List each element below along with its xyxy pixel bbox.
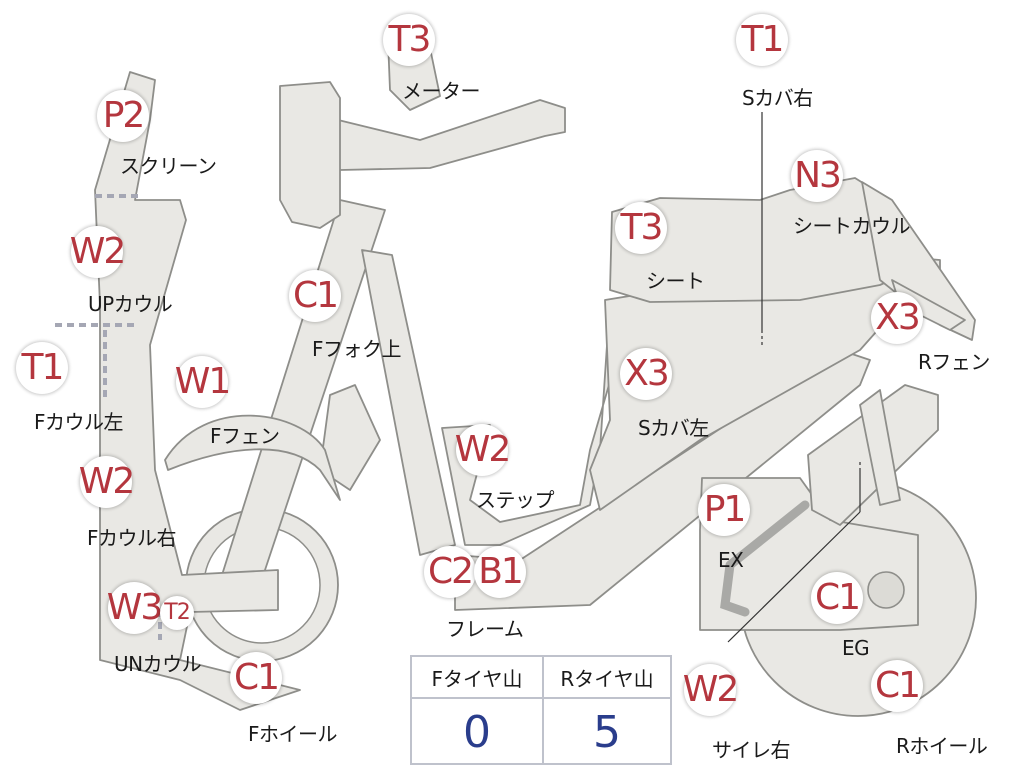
label-frame: フレーム <box>446 617 524 641</box>
label-fcowl-r: Fカウル右 <box>87 526 177 550</box>
badge-fcowl-r: W2 <box>79 456 135 508</box>
tread-header-front: Fタイヤ山 <box>431 666 523 691</box>
badge-up-cowl: W2 <box>70 226 126 278</box>
label-rfender: Rフェン <box>918 350 990 374</box>
badge-fcowl-l: T1 <box>16 342 68 394</box>
label-rwheel: Rホイール <box>896 734 988 758</box>
badge-silencer-r: W2 <box>683 664 739 716</box>
front-fender <box>164 414 341 501</box>
front-cowl <box>94 71 301 711</box>
label-silencer-r: サイレ右 <box>712 738 791 762</box>
label-scover-r: Sカバ右 <box>742 86 813 110</box>
frame-down-tube <box>361 249 456 556</box>
badge-un-cowl-w3: W3 <box>107 582 163 634</box>
tire-tread-table: Fタイヤ山 Rタイヤ山 0 5 <box>410 655 672 765</box>
label-ffork: Fフォク上 <box>312 337 402 361</box>
badge-screen: P2 <box>97 90 149 142</box>
label-un-cowl: UNカウル <box>114 652 202 676</box>
badge-ex: P1 <box>698 484 750 536</box>
tread-table-column-divider <box>542 657 544 763</box>
badge-eg: C1 <box>811 572 863 624</box>
badge-seat-cowl: N3 <box>791 150 843 202</box>
badge-step: W2 <box>455 424 511 476</box>
rear-shock <box>859 389 901 506</box>
badge-scover-r: T1 <box>736 14 788 66</box>
badge-rfender: X3 <box>871 292 923 344</box>
headlight-housing <box>279 81 341 229</box>
tread-header-rear: Rタイヤ山 <box>560 666 654 691</box>
tread-value-front: 0 <box>463 706 491 758</box>
badge-frame-b1: B1 <box>474 546 526 598</box>
label-seat-cowl: シートカウル <box>793 214 911 238</box>
badge-ffork: C1 <box>289 270 341 322</box>
lower-frame <box>454 349 871 611</box>
badge-frame-c2: C2 <box>424 546 476 598</box>
label-up-cowl: UPカウル <box>88 292 173 316</box>
seat-cowl <box>861 181 976 341</box>
label-fcowl-l: Fカウル左 <box>34 410 124 434</box>
tread-table-divider <box>412 697 670 699</box>
badge-ffender: W1 <box>175 356 231 408</box>
label-fwheel: Fホイール <box>248 722 338 746</box>
badge-scover-l: X3 <box>620 348 672 400</box>
label-ex: EX <box>718 548 744 572</box>
handlebar <box>329 99 566 171</box>
label-meter: メーター <box>402 79 481 103</box>
badge-rwheel: C1 <box>871 660 923 712</box>
badge-meter: T3 <box>383 14 435 66</box>
label-scover-l: Sカバ左 <box>638 416 709 440</box>
label-eg: EG <box>842 636 870 660</box>
badge-seat: T3 <box>615 202 667 254</box>
label-ffender: Fフェン <box>210 424 280 448</box>
badge-fwheel: C1 <box>230 652 282 704</box>
label-screen: スクリーン <box>120 154 217 178</box>
badge-un-cowl-t2: T2 <box>160 596 194 630</box>
label-step: ステップ <box>476 488 555 512</box>
label-seat: シート <box>646 269 705 293</box>
tread-value-rear: 5 <box>593 706 621 758</box>
